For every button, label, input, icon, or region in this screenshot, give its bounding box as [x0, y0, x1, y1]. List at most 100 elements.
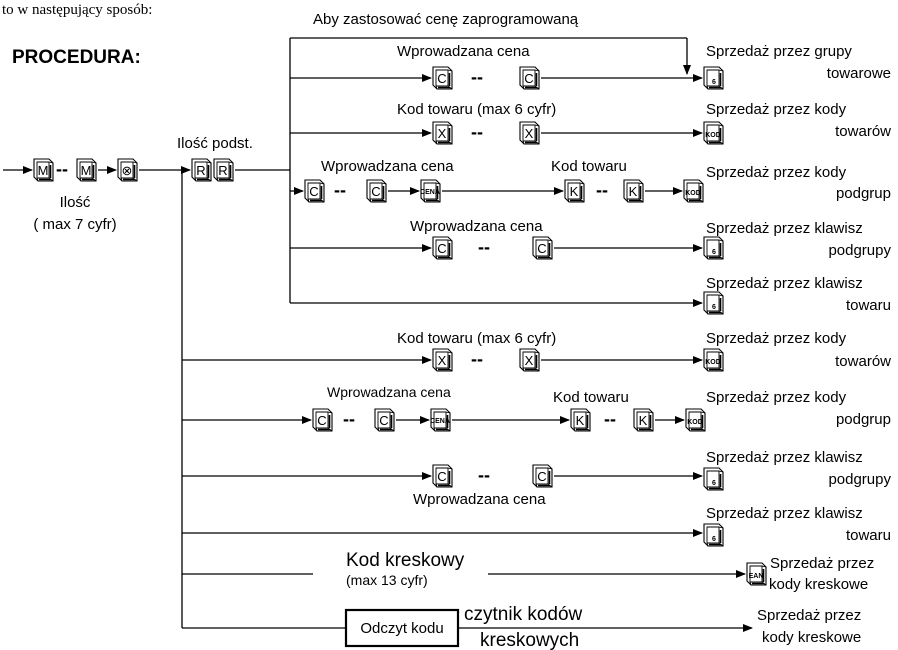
svg-text:C: C	[437, 241, 446, 256]
svg-text:X: X	[438, 126, 447, 141]
procedure-title: PROCEDURA:	[12, 47, 141, 68]
dash-separator: --	[56, 159, 68, 179]
label-kod-towaru-2: Kod towaru	[553, 389, 629, 406]
svg-text:R: R	[196, 163, 205, 178]
dash-separator: --	[471, 67, 483, 87]
key-c: C	[374, 408, 395, 432]
outcome-klawisz-4: Sprzedaż przez klawisz	[706, 505, 863, 522]
svg-text:KOD: KOD	[705, 132, 721, 139]
key-six: 6	[703, 236, 724, 260]
key-c: C	[366, 179, 387, 203]
label-odczyt-kodu: Odczyt kodu	[360, 620, 443, 637]
svg-text:C: C	[379, 413, 388, 428]
label-kod-towaru-1: Kod towaru	[551, 158, 627, 175]
label-czytnik-1: czytnik kodów	[464, 604, 583, 625]
key-x: X	[519, 121, 540, 145]
label-wprow-cena-4: Wprowadzana cena	[327, 384, 451, 400]
svg-text:KOD: KOD	[685, 190, 701, 197]
key-r-2: R	[213, 158, 234, 182]
svg-text:M: M	[81, 163, 92, 178]
outcome-kody-2: Sprzedaż przez kody	[706, 164, 847, 181]
svg-text:KOD: KOD	[687, 419, 703, 426]
label-kod-towaru-max6-1: Kod towaru (max 6 cyfr)	[397, 101, 556, 118]
outcome-grupy-1: Sprzedaż przez grupy	[706, 43, 852, 60]
key-c: C	[432, 66, 453, 90]
label-preprogrammed: Aby zastosować cenę zaprogramowaną	[313, 11, 579, 28]
key-kod: KOD	[685, 408, 706, 432]
svg-text:K: K	[639, 413, 648, 428]
outcome-ean-1: Sprzedaż przez	[770, 555, 874, 572]
dash-separator: --	[471, 349, 483, 369]
svg-text:⊗: ⊗	[122, 163, 133, 178]
svg-text:C: C	[309, 184, 318, 199]
key-c: C	[432, 236, 453, 260]
key-six: 6	[703, 291, 724, 315]
outcome-scanner-1: Sprzedaż przez	[757, 607, 861, 624]
outcome-klawisz-3: Sprzedaż przez klawisz	[706, 449, 863, 466]
outcome-kody-1: Sprzedaż przez kody	[706, 101, 847, 118]
svg-text:R: R	[218, 163, 227, 178]
dash-separator: --	[334, 180, 346, 200]
svg-text:CENA: CENA	[430, 418, 450, 425]
svg-text:K: K	[570, 184, 579, 199]
outcome-scanner-2: kody kreskowe	[762, 629, 861, 646]
key-c: C	[432, 464, 453, 488]
svg-text:C: C	[437, 71, 446, 86]
key-cena: CENA	[430, 408, 451, 432]
key-ean: EAN	[746, 562, 767, 586]
svg-text:KOD: KOD	[705, 359, 721, 366]
key-multiply: ⊗	[117, 158, 138, 182]
svg-text:K: K	[629, 184, 638, 199]
label-kod-kreskowy: Kod kreskowy	[346, 550, 465, 571]
label-wprow-cena-3: Wprowadzana cena	[410, 218, 543, 235]
outcome-kody-4: Sprzedaż przez kody	[706, 389, 847, 406]
key-cena: CENA	[420, 179, 441, 203]
svg-text:K: K	[576, 413, 585, 428]
key-x: X	[432, 121, 453, 145]
svg-text:C: C	[524, 71, 533, 86]
dash-separator: --	[596, 180, 608, 200]
label-wprow-cena-2: Wprowadzana cena	[321, 158, 454, 175]
svg-text:X: X	[438, 353, 447, 368]
box-odczyt-kodu	[344, 608, 460, 648]
key-k: K	[570, 408, 591, 432]
intro-text: to w następujący sposób:	[2, 2, 152, 18]
label-kod-towaru-max6-2: Kod towaru (max 6 cyfr)	[397, 330, 556, 347]
key-c: C	[312, 408, 333, 432]
outcome-klawisz-towaru-1: towaru	[846, 297, 891, 314]
key-c: C	[532, 236, 553, 260]
dash-separator: --	[478, 237, 490, 257]
outcome-klawisz-1: Sprzedaż przez klawisz	[706, 220, 863, 237]
key-c: C	[519, 66, 540, 90]
label-czytnik-2: kreskowych	[480, 630, 579, 650]
dash-separator: --	[343, 409, 355, 429]
dash-separator: --	[478, 465, 490, 485]
svg-text:C: C	[371, 184, 380, 199]
svg-text:EAN: EAN	[749, 573, 764, 580]
key-x: X	[432, 348, 453, 372]
outcome-kody-podgrup-2: podgrup	[836, 411, 891, 428]
svg-text:X: X	[525, 353, 534, 368]
key-k: K	[633, 408, 654, 432]
label-ilosc: Ilość	[60, 194, 91, 211]
svg-text:C: C	[537, 241, 546, 256]
svg-text:C: C	[317, 413, 326, 428]
svg-text:6: 6	[712, 480, 716, 487]
key-six: 6	[703, 467, 724, 491]
label-ilosc-podst: Ilość podst.	[177, 135, 253, 152]
outcome-klawisz-podgrupy-2: podgrupy	[828, 471, 891, 488]
outcome-ean-2: kody kreskowe	[769, 576, 868, 593]
key-k: K	[564, 179, 585, 203]
outcome-klawisz-towaru-2: towaru	[846, 527, 891, 544]
key-six: 6	[703, 66, 724, 90]
key-six: 6	[703, 523, 724, 547]
key-r-1: R	[191, 158, 212, 182]
label-wprow-cena-1: Wprowadzana cena	[397, 43, 530, 60]
key-m-2: M	[76, 158, 97, 182]
key-c: C	[532, 464, 553, 488]
label-max7: ( max 7 cyfr)	[33, 216, 116, 233]
svg-text:6: 6	[712, 304, 716, 311]
svg-text:6: 6	[712, 79, 716, 86]
svg-text:M: M	[38, 163, 49, 178]
key-kod: KOD	[703, 348, 724, 372]
